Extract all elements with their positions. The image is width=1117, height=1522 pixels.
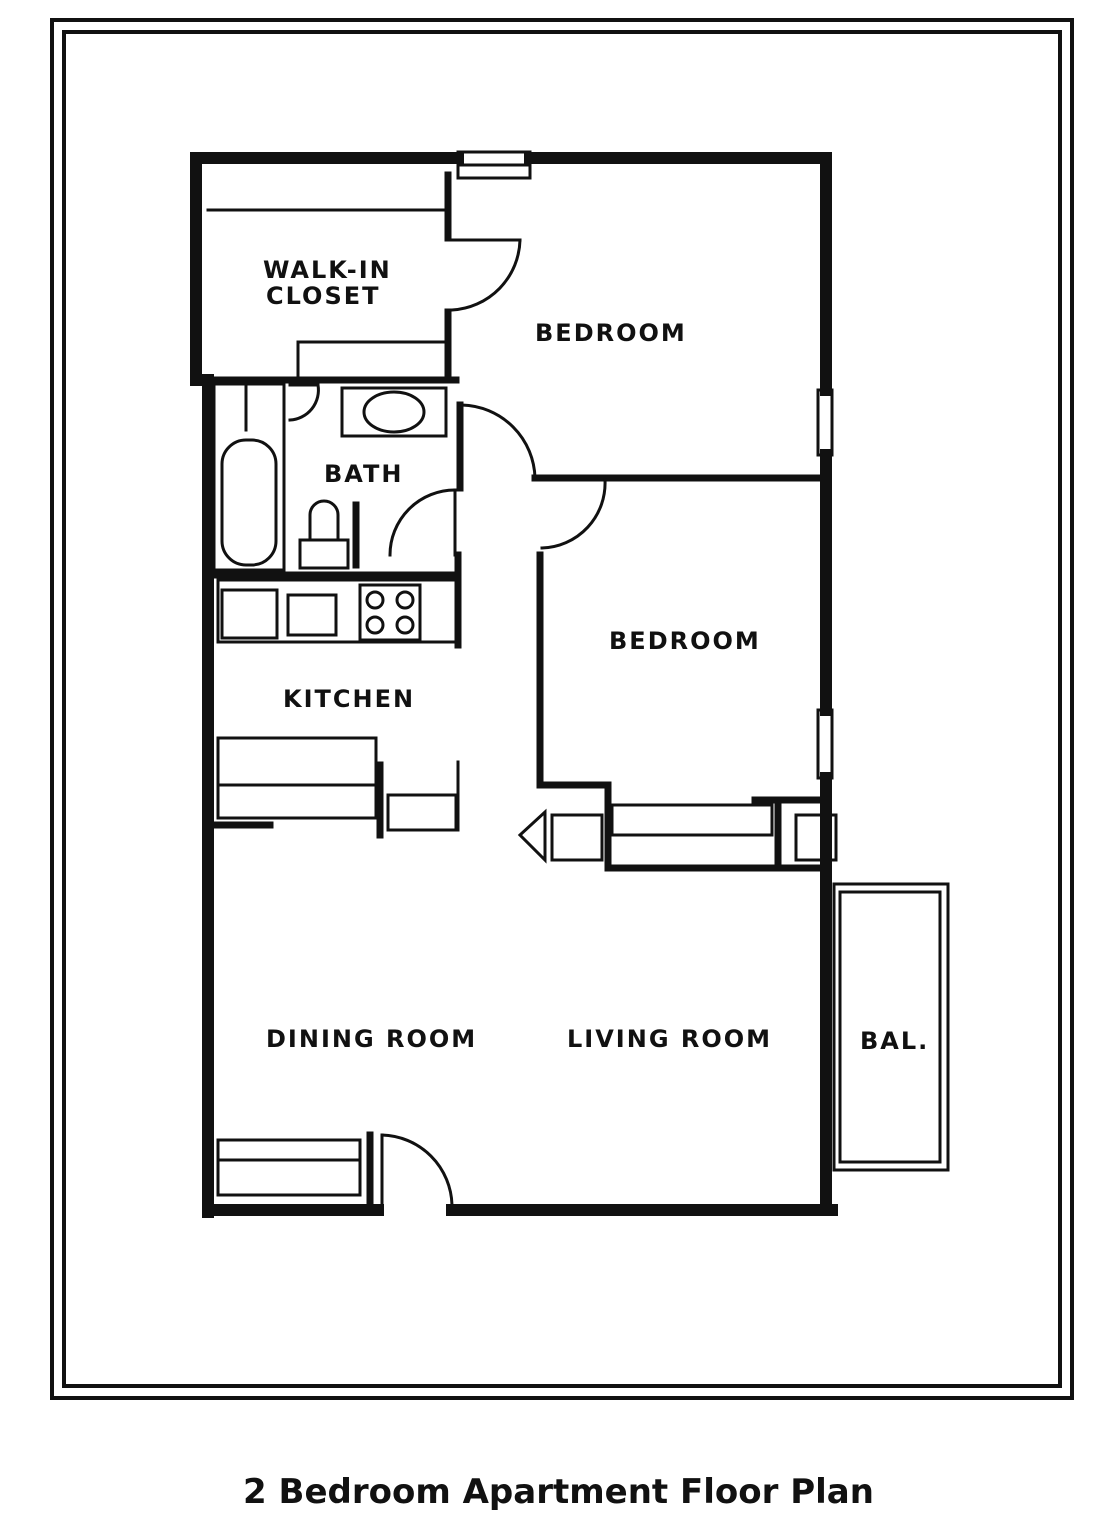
top-window [456, 150, 532, 180]
exterior-walls [190, 152, 838, 1218]
plan-caption: 2 Bedroom Apartment Floor Plan [243, 1472, 874, 1512]
kitchen-label: KITCHEN [283, 685, 416, 713]
right-windows [816, 388, 834, 780]
kitchen-counters [216, 578, 460, 832]
bath-fixtures [212, 382, 448, 572]
interior-walls [192, 171, 830, 1216]
hall-closets [517, 803, 838, 864]
balcony-rail [832, 882, 950, 1172]
doors [288, 238, 607, 1207]
walk-in-closet-label-1: WALK-IN [263, 256, 392, 284]
bath-label: BATH [324, 460, 404, 488]
inner-border [62, 30, 1062, 1388]
living-room-label: LIVING ROOM [567, 1025, 773, 1053]
balcony-label: BAL. [860, 1027, 930, 1055]
entry-closet [216, 1138, 362, 1197]
closet-shelves [206, 208, 450, 380]
outer-border [50, 18, 1074, 1400]
bedroom-2-label: BEDROOM [609, 627, 761, 655]
bedroom-1-label: BEDROOM [535, 319, 687, 347]
dining-room-label: DINING ROOM [266, 1025, 478, 1053]
walk-in-closet-label-2: CLOSET [266, 282, 381, 310]
